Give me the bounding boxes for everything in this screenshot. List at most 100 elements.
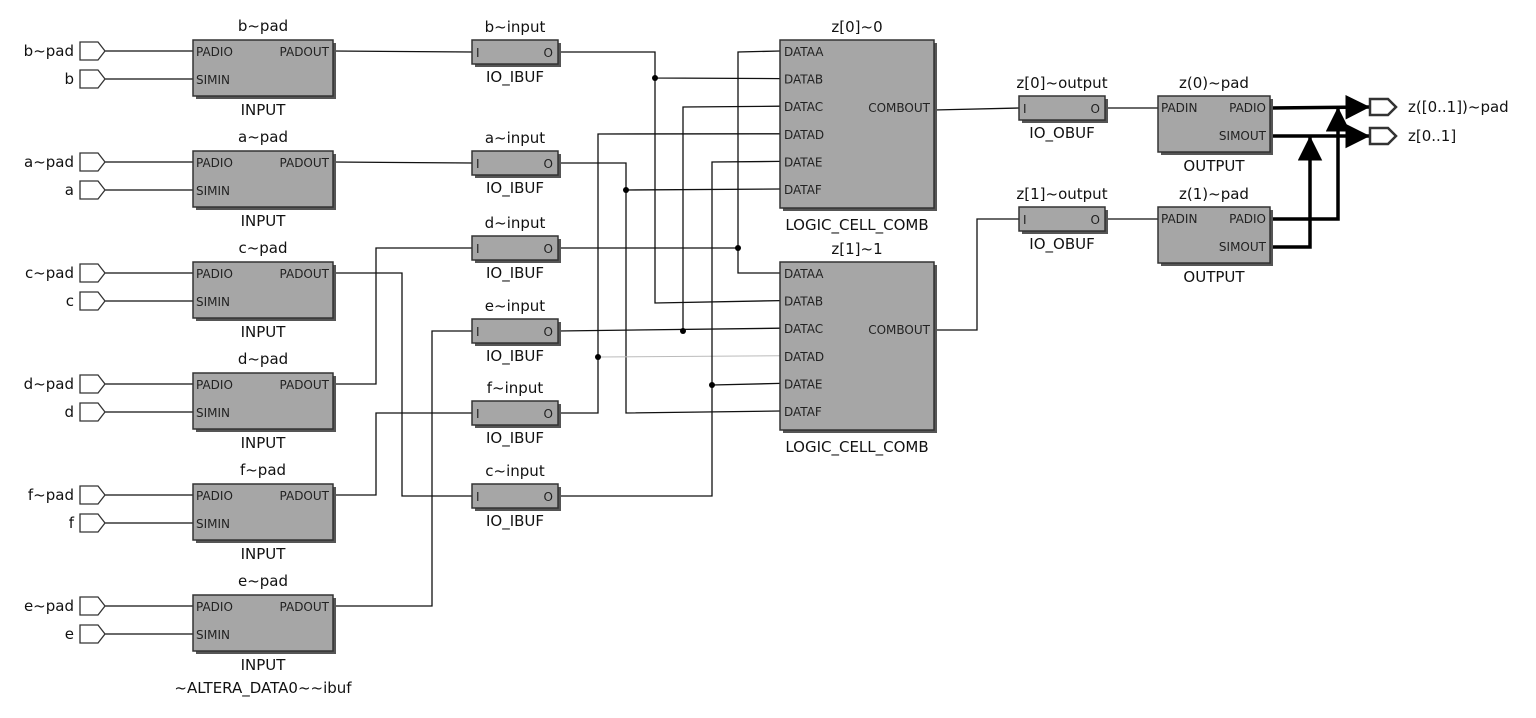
- port-label: PADOUT: [280, 378, 330, 392]
- port-label: DATAA: [784, 45, 824, 59]
- block-type-label: IO_OBUF: [1029, 124, 1094, 143]
- port-label: PADOUT: [280, 489, 330, 503]
- junction-dot: [595, 354, 601, 360]
- port-label: I: [476, 490, 480, 504]
- junction-dot: [709, 382, 715, 388]
- port-label: DATAE: [784, 377, 823, 391]
- ibuf-block: [471, 235, 559, 261]
- input-pin-label: c~pad: [25, 264, 74, 282]
- ibuf-title: b~input: [485, 18, 546, 36]
- combout-wire: [934, 218, 1019, 331]
- port-label: PADIO: [196, 600, 233, 614]
- pad-title: d~pad: [238, 350, 288, 368]
- simout-bus: [1270, 136, 1323, 249]
- output-pin-label: z[0..1]: [1408, 127, 1456, 145]
- block-type-label: IO_IBUF: [486, 68, 544, 87]
- port-label: SIMIN: [196, 406, 230, 420]
- port-label: O: [1091, 102, 1100, 116]
- port-label: DATAF: [784, 405, 822, 419]
- port-label: SIMOUT: [1219, 240, 1267, 254]
- input-pin-label: a: [65, 181, 74, 199]
- port-label: PADIO: [196, 267, 233, 281]
- input-pin-shape: [79, 291, 106, 311]
- output-pad-title: z(1)~pad: [1179, 185, 1249, 203]
- output-pad-block: [1157, 95, 1271, 153]
- port-label: DATAC: [784, 100, 823, 114]
- ibuf-title: f~input: [487, 379, 544, 397]
- port-label: PADIN: [1161, 212, 1197, 226]
- ibuf-title: e~input: [485, 297, 545, 315]
- input-pin-label: e: [65, 625, 74, 643]
- input-pad-block: [192, 372, 334, 430]
- block-type-label: IO_IBUF: [486, 512, 544, 531]
- junction-layer: [595, 75, 741, 388]
- input-pad-block: [192, 483, 334, 541]
- input-pin-shape: [79, 513, 106, 533]
- obuf-block: [1018, 95, 1106, 121]
- port-label: O: [1091, 213, 1100, 227]
- port-label: SIMOUT: [1219, 129, 1267, 143]
- port-label: SIMIN: [196, 184, 230, 198]
- pad-to-ibuf-wire: [333, 272, 472, 497]
- input-pin-shape: [79, 263, 106, 283]
- input-pin-label: b~pad: [24, 42, 74, 60]
- net-c-wire: [558, 160, 781, 497]
- net-d-wire: [737, 248, 780, 274]
- port-label: I: [1023, 102, 1027, 116]
- input-pin-shape: [79, 41, 106, 61]
- port-label: DATAB: [784, 73, 823, 87]
- block-type-label: IO_IBUF: [486, 179, 544, 198]
- pad-title: b~pad: [238, 17, 288, 35]
- input-pin-shape: [79, 402, 106, 422]
- output-pin-label: z([0..1])~pad: [1408, 98, 1509, 116]
- port-label: DATAE: [784, 155, 823, 169]
- input-pin-label: c: [66, 292, 74, 310]
- block-type-label: INPUT: [241, 656, 287, 674]
- input-pad-block: [192, 261, 334, 319]
- input-pin-label: f: [69, 514, 75, 532]
- junction-dot: [680, 328, 686, 334]
- logic-cell-title: z[1]~1: [831, 240, 882, 258]
- block-type-label: INPUT: [241, 323, 287, 341]
- input-pin-label: f~pad: [28, 486, 74, 504]
- net-a-wire: [558, 162, 781, 191]
- input-pin-label: d~pad: [24, 375, 74, 393]
- block-layer: b~padPADIOSIMINPADOUTINPUTb~padba~padPAD…: [24, 17, 1509, 698]
- port-label: PADIO: [1229, 212, 1266, 226]
- port-label: I: [476, 242, 480, 256]
- padio-bus: [1270, 107, 1351, 221]
- pad-title: c~pad: [238, 239, 287, 257]
- block-type-label: IO_IBUF: [486, 264, 544, 283]
- ibuf-block: [471, 400, 559, 426]
- obuf-title: z[1]~output: [1016, 185, 1107, 203]
- port-label: SIMIN: [196, 73, 230, 87]
- port-label: PADIO: [196, 489, 233, 503]
- pad-to-ibuf-wire: [333, 247, 472, 385]
- pad-to-ibuf-wire: [332, 161, 473, 164]
- ibuf-block: [471, 318, 559, 344]
- port-label: DATAC: [784, 322, 823, 336]
- input-pad-block: [192, 39, 334, 97]
- pad-to-ibuf-wire: [333, 330, 472, 607]
- port-label: I: [476, 325, 480, 339]
- net-c-wire: [711, 382, 781, 386]
- port-label: PADOUT: [280, 600, 330, 614]
- input-pad-block: [192, 594, 334, 652]
- port-label: DATAD: [784, 350, 824, 364]
- port-label: PADOUT: [280, 156, 330, 170]
- port-label: SIMIN: [196, 628, 230, 642]
- junction-dot: [623, 187, 629, 193]
- block-type-label: LOGIC_CELL_COMB: [785, 438, 928, 457]
- block-type-label: IO_IBUF: [486, 429, 544, 448]
- port-label: DATAA: [784, 267, 824, 281]
- obuf-title: z[0]~output: [1016, 74, 1107, 92]
- wire-layer: [105, 50, 1371, 635]
- ibuf-block: [471, 150, 559, 176]
- net-a-wire: [625, 190, 781, 414]
- port-label: SIMIN: [196, 517, 230, 531]
- pad-to-ibuf-wire: [332, 50, 473, 53]
- port-label: O: [544, 46, 553, 60]
- net-e-wire: [557, 327, 781, 332]
- block-type-label: IO_IBUF: [486, 347, 544, 366]
